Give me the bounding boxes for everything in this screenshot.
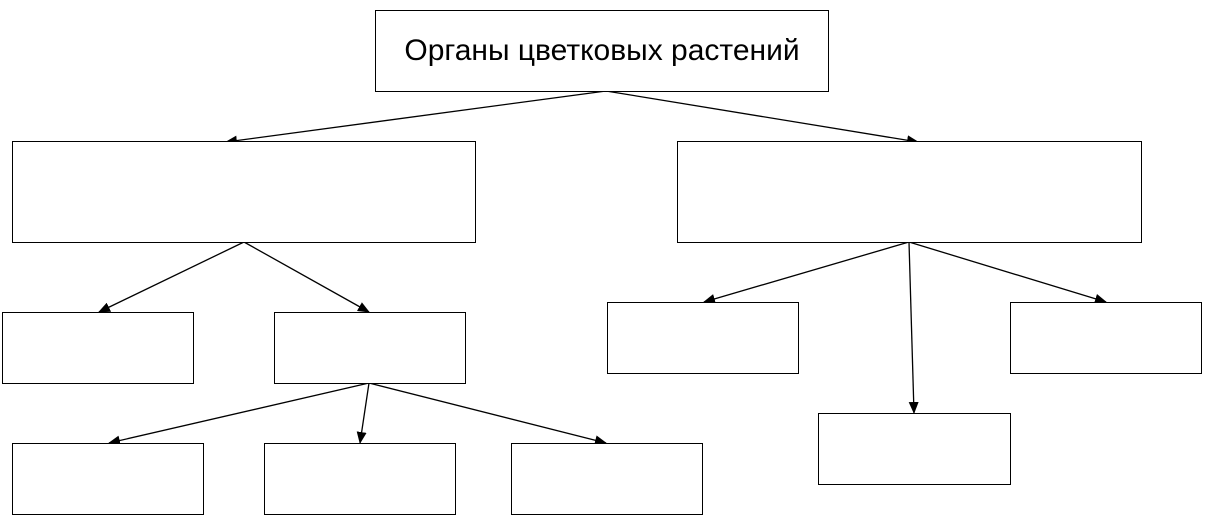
grandchild-2-box [264,443,456,515]
arrow-child-2-to-grandchild-2 [356,382,370,444]
left-branch-box [12,141,476,243]
arrow-right-to-child-3 [908,241,1107,304]
root-box: Органы цветковых растений [375,10,829,92]
right-child-1-box [607,302,799,374]
arrow-left-to-child-2 [243,241,370,313]
grandchild-3-box [511,443,703,515]
right-child-3-box [1010,302,1202,374]
grandchild-1-box [12,443,204,515]
root-title: Органы цветковых растений [404,34,800,67]
arrow-right-to-child-1 [703,241,910,304]
arrow-right-to-child-2 [908,241,919,414]
arrow-child-2-to-grandchild-1 [108,382,370,446]
arrow-child-2-to-grandchild-3 [368,382,607,446]
left-child-1-box [2,312,194,384]
left-child-2-box [274,312,466,384]
arrow-root-to-left [225,90,607,146]
right-branch-box [677,141,1142,243]
arrow-left-to-child-1 [98,241,245,313]
arrow-root-to-right [605,90,919,146]
right-child-2-box [818,413,1011,485]
